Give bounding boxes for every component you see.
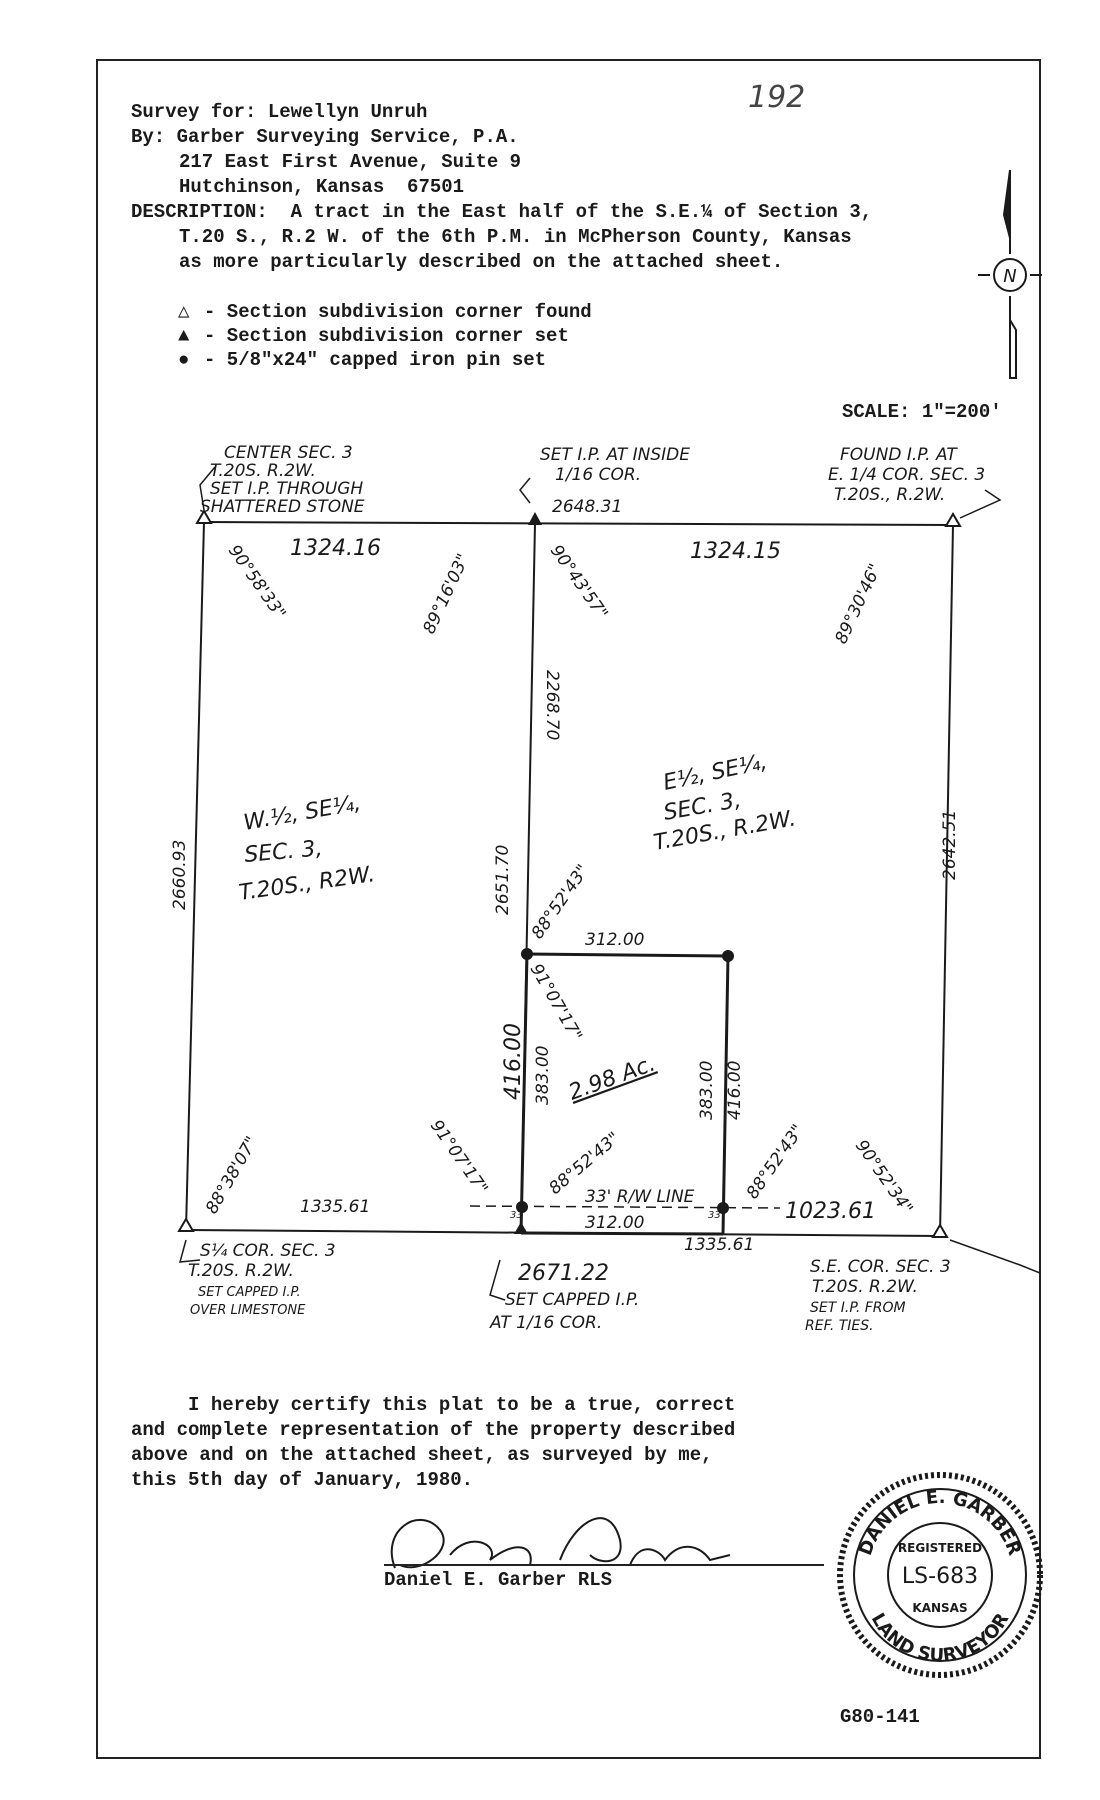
iron-pin-icon [521,948,533,960]
nw-corner-note: CENTER SEC. 3 [224,443,353,463]
nw-angle: 90°58'33" [224,541,290,623]
surveyor-company: By: Garber Surveying Service, P.A. [131,126,519,148]
triangle-filled-icon: ▲ [178,324,190,347]
description-line-2: T.20 S., R.2 W. of the 6th P.M. in McPhe… [179,226,852,248]
scale-label: SCALE: 1"=200' [842,401,1002,423]
angle-label: 88°52'43" [528,861,594,943]
description-line-3: as more particularly described on the at… [179,251,784,273]
se-corner-note: T.20S. R.2W. [812,1277,918,1297]
inside-corner-note: SET I.P. AT INSIDE [540,445,690,465]
legend-item: △- Section subdivision corner found [178,300,592,323]
corner-found-icon [195,509,213,524]
nw-corner-note: SHATTERED STONE [200,497,365,517]
tract-right-distance: 416.00 [725,1061,745,1120]
leader-lines [178,466,1041,1301]
ne-corner-note: FOUND I.P. AT [840,445,958,465]
signature-line [384,1564,824,1566]
sw-corner-note: T.20S. R.2W. [188,1261,294,1281]
tract-left-distance: 383.00 [533,1046,553,1105]
se-corner-note: REF. TIES. [805,1318,874,1334]
tract-bottom-distance: 312.00 [585,1213,644,1233]
certification-line: this 5th day of January, 1980. [131,1469,474,1491]
angle-label: 88°52'43" [743,1121,809,1203]
angle-label: 91°07'17" [526,961,586,1045]
iron-pin-icon [722,950,734,962]
legend: △- Section subdivision corner found ▲- S… [178,300,592,372]
south-inside-corner-note: AT 1/16 COR. [489,1313,602,1333]
sw-corner-note: SET CAPPED I.P. [198,1285,301,1300]
angle-label: 91°07'17" [426,1116,492,1198]
triangle-open-icon: △ [178,300,190,323]
legend-item: ▲- Section subdivision corner set [178,324,569,347]
iron-pin-icon [516,1201,528,1213]
description-line-1: DESCRIPTION: A tract in the East half of… [131,201,873,223]
certification-line: above and on the attached sheet, as surv… [131,1444,713,1466]
corner-set-icon [514,1222,528,1234]
se-corner-note: SET I.P. FROM [810,1300,906,1316]
tract-top-distance: 312.00 [585,930,644,950]
ne-corner-note: E. 1/4 COR. SEC. 3 [828,465,985,485]
rw-offset-left: 33 [510,1210,523,1221]
certification-line: and complete representation of the prope… [131,1419,736,1441]
south-inside-corner-note: SET CAPPED I.P. [505,1290,639,1310]
bottom-far-right-distance: 1023.61 [785,1199,876,1224]
north-label: N [1003,266,1016,287]
angle-label: 89°16'03" [419,551,473,637]
seal-state: KANSAS [912,1601,967,1615]
sw-corner-note: OVER LIMESTONE [190,1303,306,1318]
se-corner-note: S.E. COR. SEC. 3 [810,1257,951,1277]
seal-registered: REGISTERED [898,1541,982,1555]
signature-image [390,1517,731,1569]
surveyor-seal [837,1472,1043,1678]
ne-corner-note: T.20S., R.2W. [834,485,945,505]
right-of-way-label: 33' R/W LINE [585,1187,695,1207]
seal-number: LS-683 [902,1564,978,1589]
rw-offset-right: 33 [708,1210,721,1221]
bottom-left-distance: 1335.61 [300,1197,370,1217]
certification-line: I hereby certify this plat to be a true,… [131,1394,736,1416]
nw-corner-note: SET I.P. THROUGH [210,479,363,499]
address-line-2: Hutchinson, Kansas 67501 [179,176,465,198]
signer-name: Daniel E. Garber RLS [384,1569,613,1591]
corner-set-icon [528,512,542,525]
corner-found-icon [177,1217,195,1232]
nw-corner-note: T.20S. R.2W. [210,461,316,481]
corner-found-icon [944,512,962,527]
document-number: G80-141 [840,1706,920,1728]
bottom-total-distance: 2671.22 [518,1261,609,1286]
east-half-label: E½, SE¼, [661,750,769,796]
sw-corner-note: S¼ COR. SEC. 3 [200,1241,336,1261]
tract-right-distance: 383.00 [697,1061,717,1120]
tract-left-distance: 416.00 [501,1023,526,1100]
west-side-distance: 2660.93 [170,840,190,910]
mid-line-lower-distance: 2651.70 [493,845,513,915]
west-half-label: SEC. 3, [243,836,323,868]
west-half-label: T.20S., R2W. [237,862,376,906]
north-arrow-icon [978,169,1042,379]
ne-angle: 89°30'46" [831,561,885,647]
bottom-right-distance: 1335.61 [684,1235,754,1255]
address-line-1: 217 East First Avenue, Suite 9 [179,151,522,173]
legend-item: ●- 5/8"x24" capped iron pin set [178,348,547,371]
west-half-label: W.½, SE¼, [242,791,363,836]
top-right-distance: 1324.15 [690,539,781,564]
tract-area: 2.98 Ac. [566,1051,659,1105]
survey-header: Survey for: Lewellyn Unruh By: Garber Su… [131,100,872,275]
top-total-distance: 2648.31 [552,497,622,517]
inside-corner-note: 1/16 COR. [555,465,641,485]
page-number: 192 [748,80,806,115]
iron-pin-icon [717,1202,729,1214]
tract-boundary [519,952,730,1236]
east-side-distance: 2642.51 [940,810,960,880]
survey-for: Survey for: Lewellyn Unruh [131,101,428,123]
dot-icon: ● [178,348,190,371]
mid-line-upper-distance: 2268.70 [542,670,562,740]
sw-angle: 88°38'07" [202,1133,262,1217]
plat-border [96,59,1041,1759]
certification: I hereby certify this plat to be a true,… [131,1393,831,1493]
angle-label: 90°43'57" [546,541,612,623]
top-left-distance: 1324.16 [290,536,381,561]
corner-found-icon [931,1223,949,1238]
